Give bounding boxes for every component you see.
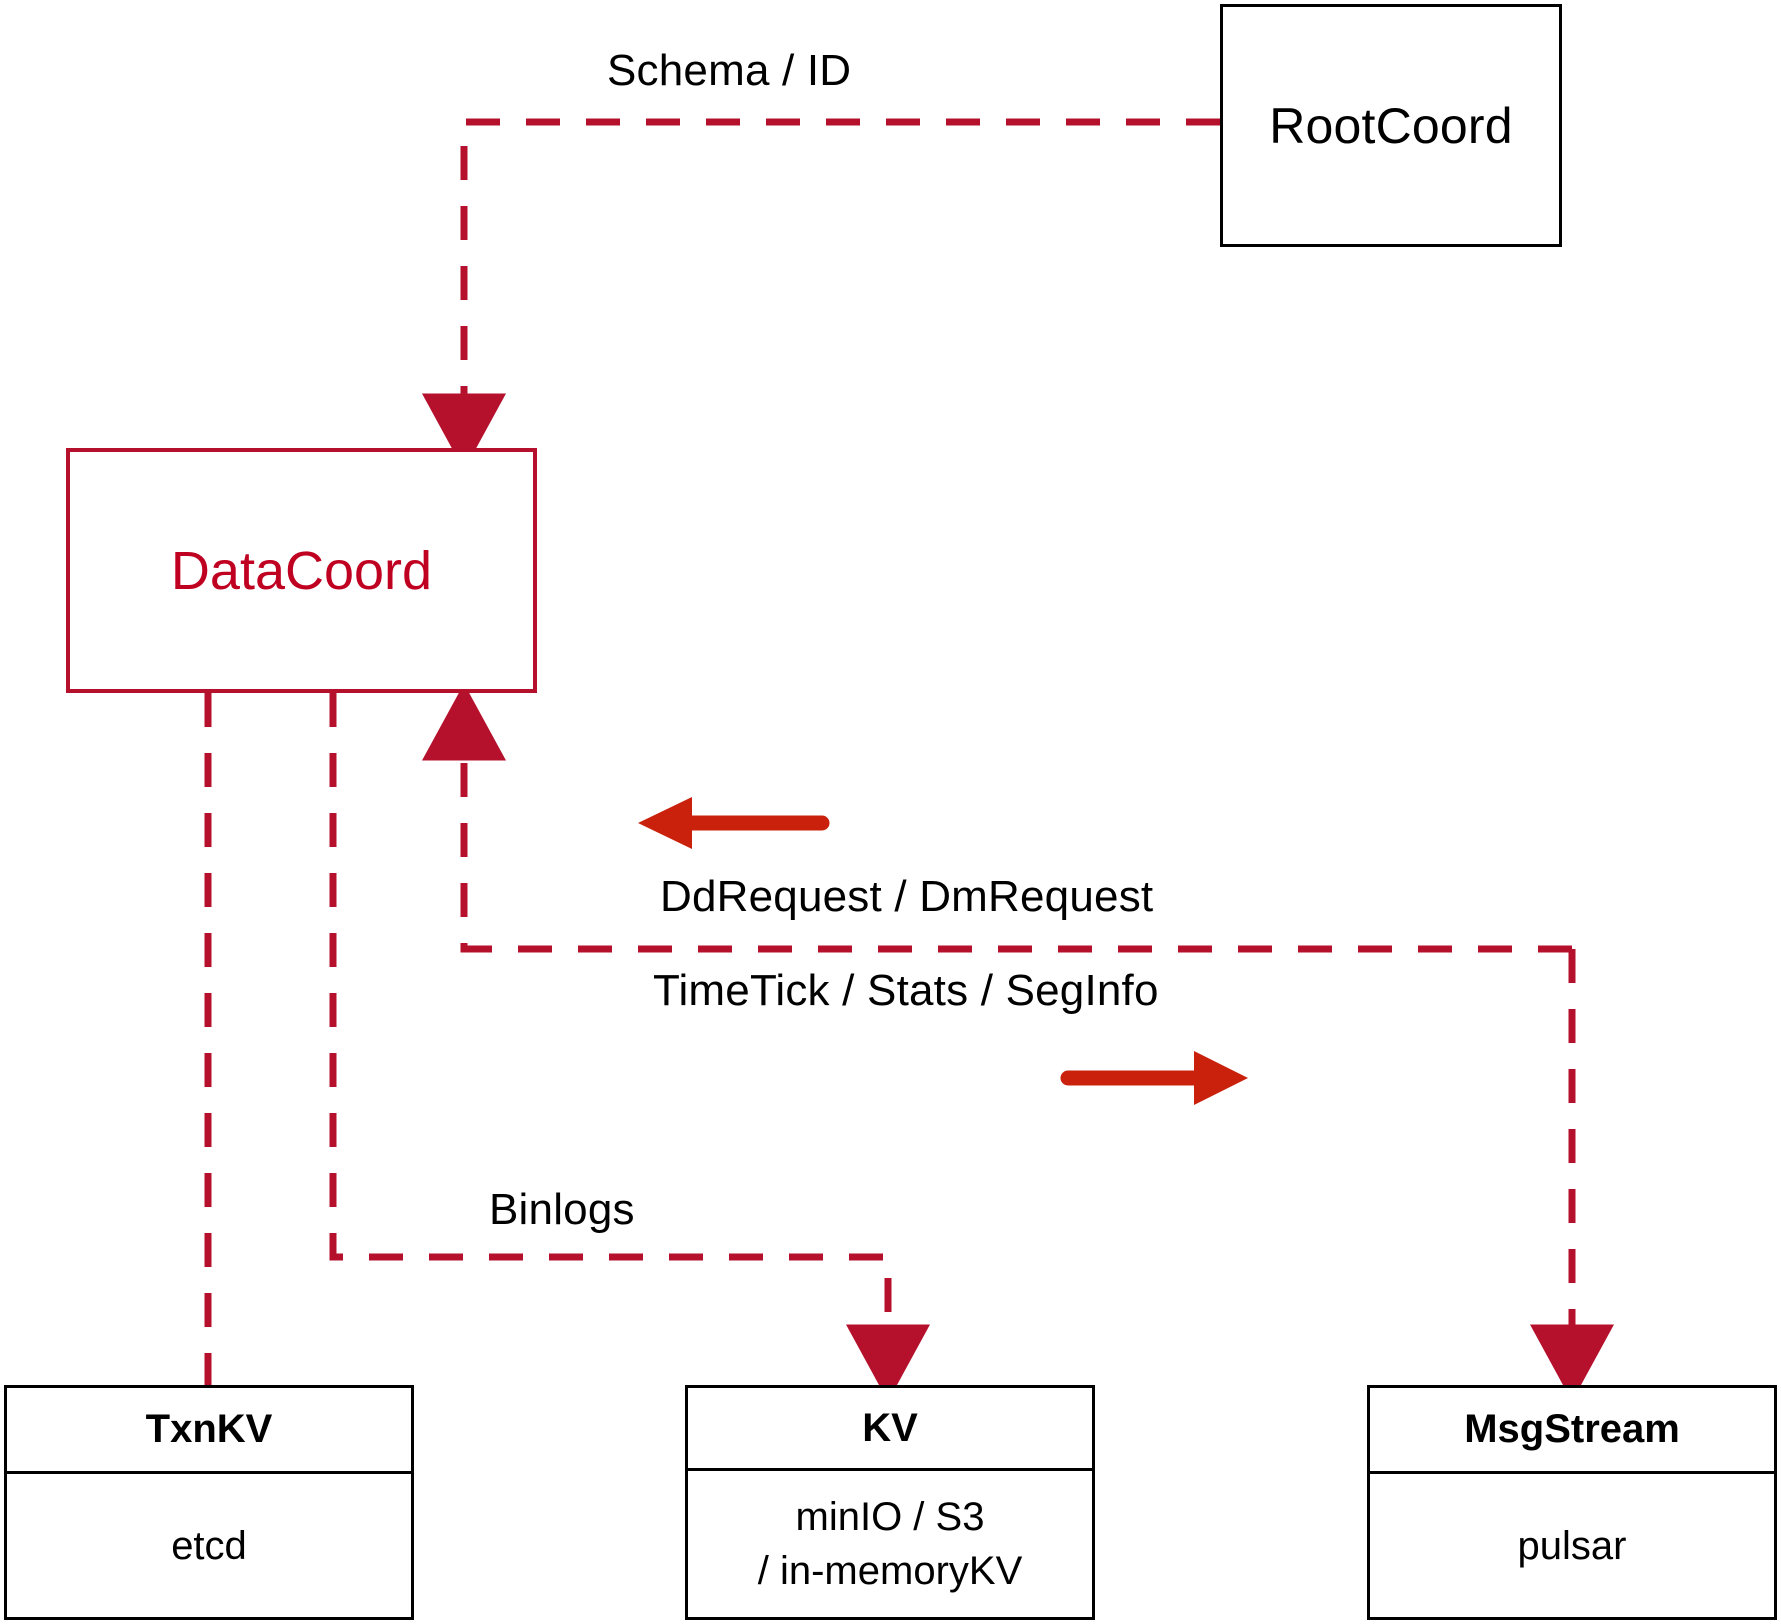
edge-schema-id [422,118,1220,471]
node-kv-body: minIO / S3 / in-memoryKV [688,1471,1092,1617]
direction-arrow-outbound-icon [1060,1051,1248,1105]
node-kv-title: KV [688,1388,1092,1471]
node-root-coord-label: RootCoord [1269,97,1513,154]
node-kv-body-line1: minIO / S3 [795,1495,985,1539]
node-msg-stream-body: pulsar [1370,1474,1774,1617]
node-txn-kv-body: etcd [7,1474,411,1617]
node-data-coord[interactable]: DataCoord [66,448,537,693]
edge-label-dd-dm-request: DdRequest / DmRequest [660,872,1154,921]
direction-arrow-inbound-icon [638,797,830,849]
node-txn-kv[interactable]: TxnKV etcd [4,1385,414,1620]
node-root-coord[interactable]: RootCoord [1220,4,1562,247]
edge-ddrequest-dmrequest [422,683,1572,953]
edge-label-timetick-stats-seginfo: TimeTick / Stats / SegInfo [653,966,1159,1015]
node-kv[interactable]: KV minIO / S3 / in-memoryKV [685,1385,1095,1620]
node-msg-stream[interactable]: MsgStream pulsar [1367,1385,1777,1620]
edge-label-binlogs: Binlogs [489,1185,635,1234]
node-txn-kv-title: TxnKV [7,1388,411,1474]
node-msg-stream-title: MsgStream [1370,1388,1774,1474]
node-msg-stream-body-line1: pulsar [1517,1523,1627,1568]
node-txn-kv-body-line1: etcd [171,1523,247,1568]
node-data-coord-label: DataCoord [170,540,433,601]
edge-label-schema-id: Schema / ID [607,46,852,95]
node-kv-body-line2: / in-memoryKV [757,1549,1023,1593]
edge-binlogs-kv [329,693,930,1402]
